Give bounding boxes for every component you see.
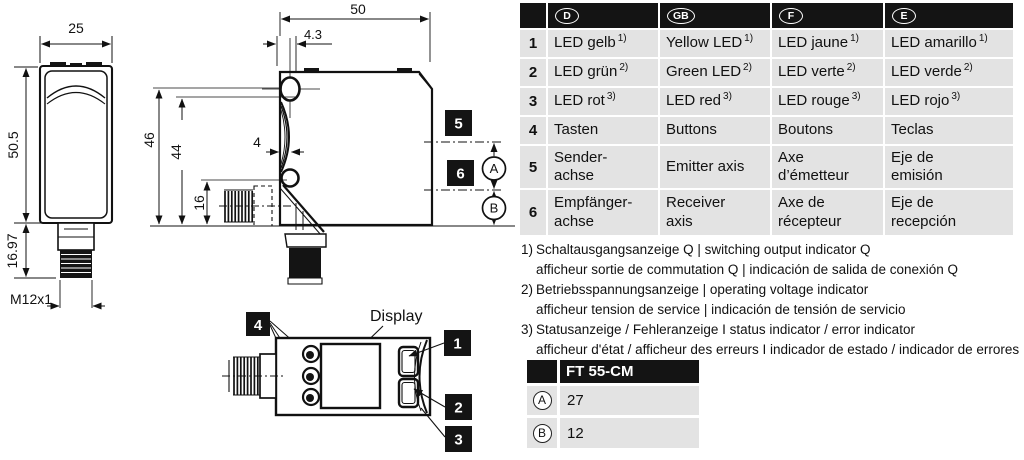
side-hole-offset-dim: 4.3	[304, 27, 322, 42]
spec-table: FT 55-CM A 27 B 12	[527, 360, 699, 448]
legend-corner-cell	[520, 3, 546, 28]
legend-cell: Emitter axis	[660, 146, 770, 188]
legend-cell: Buttons	[660, 117, 770, 144]
side-height-44-dim: 44	[168, 144, 184, 160]
front-connector-dim: 16.97	[4, 233, 20, 268]
legend-cell: Empfänger- achse	[548, 190, 658, 235]
legend-cell: Sender- achse	[548, 146, 658, 188]
footnote-line: afficheur d'état / afficheur des erreurs…	[536, 342, 1020, 357]
spec-key-a: A	[527, 386, 557, 415]
language-badge-fr: F	[779, 7, 803, 24]
legend-cell: Eje de recepción	[885, 190, 1013, 235]
callout-6-receiver-axis: 6	[456, 166, 464, 183]
legend-row-number: 6	[520, 190, 546, 235]
footnote-marker: 1)	[521, 242, 534, 257]
side-height-46-dim: 46	[141, 132, 157, 148]
spec-value-a: 27	[560, 386, 699, 415]
footnote-marker: 3)	[521, 322, 534, 337]
language-badge-de: D	[555, 7, 579, 24]
legend-row-number: 4	[520, 117, 546, 144]
callout-square-2	[445, 394, 472, 420]
legend-header-fr: F	[772, 3, 883, 28]
front-width-dim: 25	[68, 20, 84, 36]
footnotes: 1) Schaltausgangsanzeige Q | switching o…	[521, 240, 1023, 360]
legend-row-number: 2	[520, 59, 546, 86]
legend-cell: Eje de emisión	[885, 146, 1013, 188]
footnote-line: afficheur tension de service | indicació…	[536, 302, 906, 317]
language-badge-gb: GB	[667, 7, 695, 24]
callout-square-4	[246, 312, 270, 336]
footnote-line: Statusanzeige / Fehleranzeige I status i…	[536, 322, 915, 337]
callout-square-1	[444, 330, 471, 356]
callout-square-5	[445, 110, 472, 136]
front-view	[14, 36, 114, 310]
legend-row-number: 5	[520, 146, 546, 188]
axis-a-label: A	[490, 161, 499, 176]
circled-b: B	[532, 423, 552, 443]
callout-5-emitter-axis: 5	[454, 116, 462, 133]
legend-header-gb: GB	[660, 3, 770, 28]
callout-square-3	[445, 426, 472, 452]
footnote-line: Schaltausgangsanzeige Q | switching outp…	[536, 242, 871, 257]
spec-key-b: B	[527, 418, 557, 448]
side-lens-dim: 4	[253, 134, 261, 150]
legend-header-de: D	[548, 3, 658, 28]
footnote-3: 3) Statusanzeige / Fehleranzeige I statu…	[521, 320, 1023, 360]
callout-3-red-led: 3	[454, 432, 462, 449]
spec-corner-cell	[527, 360, 557, 383]
callout-4-buttons: 4	[254, 317, 263, 334]
bottom-view	[222, 320, 446, 438]
legend-cell: Receiver axis	[660, 190, 770, 235]
display-label: Display	[370, 308, 422, 325]
circled-a: A	[532, 391, 552, 410]
footnote-line: afficheur sortie de commutation Q | indi…	[536, 262, 958, 277]
legend-cell: Teclas	[885, 117, 1013, 144]
language-badge-es: E	[892, 7, 916, 24]
legend-row-number: 3	[520, 88, 546, 115]
footnote-line: Betriebsspannungsanzeige | operating vol…	[536, 282, 869, 297]
side-height-16-dim: 16	[191, 195, 207, 211]
legend-header-es: E	[885, 3, 1013, 28]
front-height-dim: 50.5	[5, 131, 21, 158]
footnote-2: 2) Betriebsspannungsanzeige | operating …	[521, 280, 1023, 320]
side-width-dim: 50	[350, 1, 366, 17]
side-view	[150, 12, 515, 285]
footnote-1: 1) Schaltausgangsanzeige Q | switching o…	[521, 240, 1023, 280]
legend-cell: Tasten	[548, 117, 658, 144]
callout-square-6	[447, 160, 474, 186]
dimension-drawings: 25 50.5 16.97 M12x1	[4, 1, 515, 452]
legend-row-number: 1	[520, 30, 546, 57]
axis-b-label: B	[490, 201, 499, 216]
callout-1-yellow-led: 1	[453, 336, 461, 353]
legend-cell: Axe de récepteur	[772, 190, 883, 235]
legend-cell: Axe d’émetteur	[772, 146, 883, 188]
spec-value-b: 12	[560, 418, 699, 448]
footnote-marker: 2)	[521, 282, 534, 297]
callout-2-green-led: 2	[454, 400, 462, 417]
legend-cell: Boutons	[772, 117, 883, 144]
model-name: FT 55-CM	[560, 360, 699, 383]
thread-size-label: M12x1	[10, 291, 52, 307]
